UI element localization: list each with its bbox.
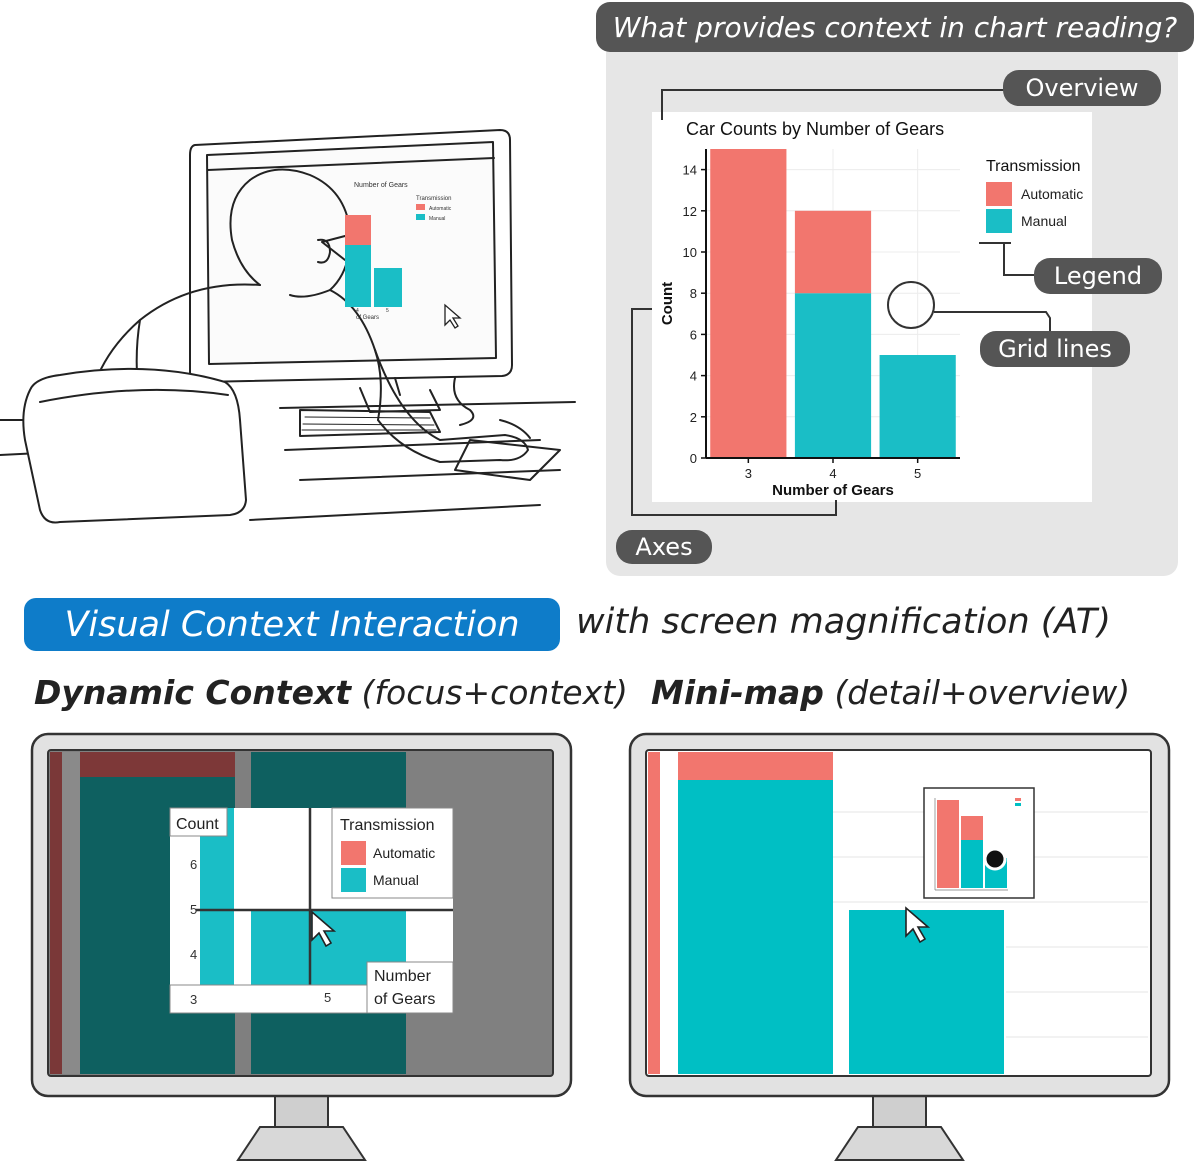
chart-title: Car Counts by Number of Gears (686, 119, 944, 139)
dc-legend-manual: Manual (373, 872, 419, 888)
dc-x-label-line1: Number (374, 968, 432, 985)
dc-xtick-5: 5 (324, 990, 331, 1005)
sketch-tick-4: 4 (356, 308, 359, 314)
dc-count-label: Count (176, 816, 219, 833)
mini-map-title: Mini-map (651, 673, 824, 712)
dc-legend-title: Transmission (340, 817, 435, 834)
y-tick-label-0: 0 (690, 451, 697, 466)
mini-map-monitor (628, 732, 1171, 1161)
sketch-cursor-icon (444, 303, 462, 329)
person-at-computer-illustration: Number of Gears Transmission Automatic M… (0, 129, 576, 524)
chart-bars (710, 149, 956, 458)
x-tick-label-4: 4 (829, 466, 836, 481)
y-tick-label-2: 2 (690, 410, 697, 425)
mini-map-viewport-marker[interactable] (983, 847, 1007, 871)
x-tick-label-5: 5 (914, 466, 921, 481)
mini-map-subtitle: (detail+overview) (834, 673, 1131, 712)
y-tick-label-14: 14 (683, 163, 697, 178)
sketch-legend-automatic: Automatic (429, 206, 452, 212)
chart-x-axis-label: Number of Gears (772, 482, 894, 499)
bar-automatic-3 (710, 149, 787, 458)
legend-title: Transmission (986, 158, 1081, 175)
y-tick-label-8: 8 (690, 286, 697, 301)
sketch-legend-manual: Manual (429, 216, 445, 222)
stacked-bar-chart: Car Counts by Number of Gears 0 2 4 6 8 10 12 1… (659, 119, 1083, 499)
grid-lines-label: Grid lines (980, 331, 1130, 367)
dc-x-label-line2: of Gears (374, 991, 435, 1008)
sketch-legend-title: Transmission (416, 196, 451, 202)
chart-axes: 0 2 4 6 8 10 12 14 3 4 5 (683, 149, 960, 481)
chart-y-axis-label: Count (659, 282, 676, 325)
y-tick-label-6: 6 (690, 327, 697, 342)
legend-swatch-automatic (986, 182, 1012, 206)
question-banner: What provides context in chart reading? (596, 2, 1194, 52)
dynamic-context-heading: Dynamic Context (focus+context) (34, 673, 628, 712)
dc-ytick-6: 6 (190, 857, 197, 872)
y-tick-label-12: 12 (683, 204, 697, 219)
headline-suffix: with screen magnification (AT) (576, 602, 1111, 642)
visual-context-interaction-banner: Visual Context Interaction (24, 598, 560, 651)
legend-label-manual: Manual (1021, 213, 1067, 229)
mini-map-heading: Mini-map (detail+overview) (651, 673, 1130, 712)
sketch-tick-5: 5 (386, 308, 389, 314)
legend-label: Legend (1034, 258, 1162, 294)
dc-ytick-3: 3 (190, 992, 197, 1007)
bar-automatic-4 (794, 210, 872, 294)
example-chart-card: Car Counts by Number of Gears 0 2 4 6 8 10 12 1… (652, 112, 1092, 502)
dc-legend-automatic-swatch (341, 841, 366, 865)
dc-cursor-icon (311, 910, 337, 948)
dc-ytick-5: 5 (190, 902, 197, 917)
legend-label-automatic: Automatic (1021, 186, 1083, 202)
legend-swatch-manual (986, 209, 1012, 233)
y-tick-label-10: 10 (683, 245, 697, 260)
axes-label: Axes (616, 530, 712, 564)
sketch-axis-label: of Gears (356, 315, 379, 321)
dynamic-context-title: Dynamic Context (34, 673, 352, 712)
y-tick-label-4: 4 (690, 369, 697, 384)
dc-ytick-4: 4 (190, 947, 197, 962)
callout-lines (631, 89, 1051, 516)
sketch-screen-title: Number of Gears (354, 182, 408, 189)
overview-label: Overview (1003, 70, 1161, 106)
bar-manual-5 (879, 355, 956, 458)
x-tick-label-3: 3 (745, 466, 752, 481)
dynamic-context-subtitle: (focus+context) (361, 673, 628, 712)
bar-manual-4 (794, 293, 872, 458)
mm-cursor-icon (905, 906, 931, 944)
dc-legend-automatic: Automatic (373, 845, 435, 861)
dc-legend-manual-swatch (341, 868, 366, 892)
dynamic-context-monitor: Count 6 5 4 3 5 Transmission Automatic M… (30, 732, 573, 1161)
